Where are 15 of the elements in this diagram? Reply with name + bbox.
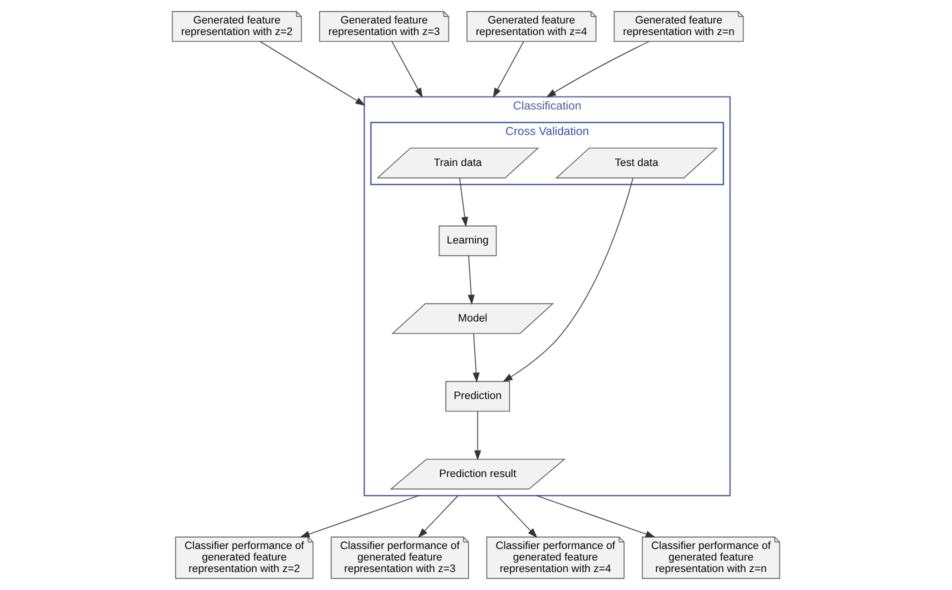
arrow (492, 41, 524, 98)
arrow (300, 495, 420, 538)
arrow (472, 333, 480, 383)
node-box: Prediction (445, 381, 510, 412)
arrow (502, 178, 634, 382)
arrow (418, 495, 458, 538)
arrow (391, 41, 423, 98)
arrow (459, 178, 468, 227)
arrow (546, 41, 650, 98)
arrow (474, 411, 482, 460)
arrow (496, 495, 538, 538)
arrow (536, 495, 656, 538)
arrow (468, 256, 475, 305)
node-box: Learning (438, 226, 497, 256)
arrow (260, 41, 366, 106)
